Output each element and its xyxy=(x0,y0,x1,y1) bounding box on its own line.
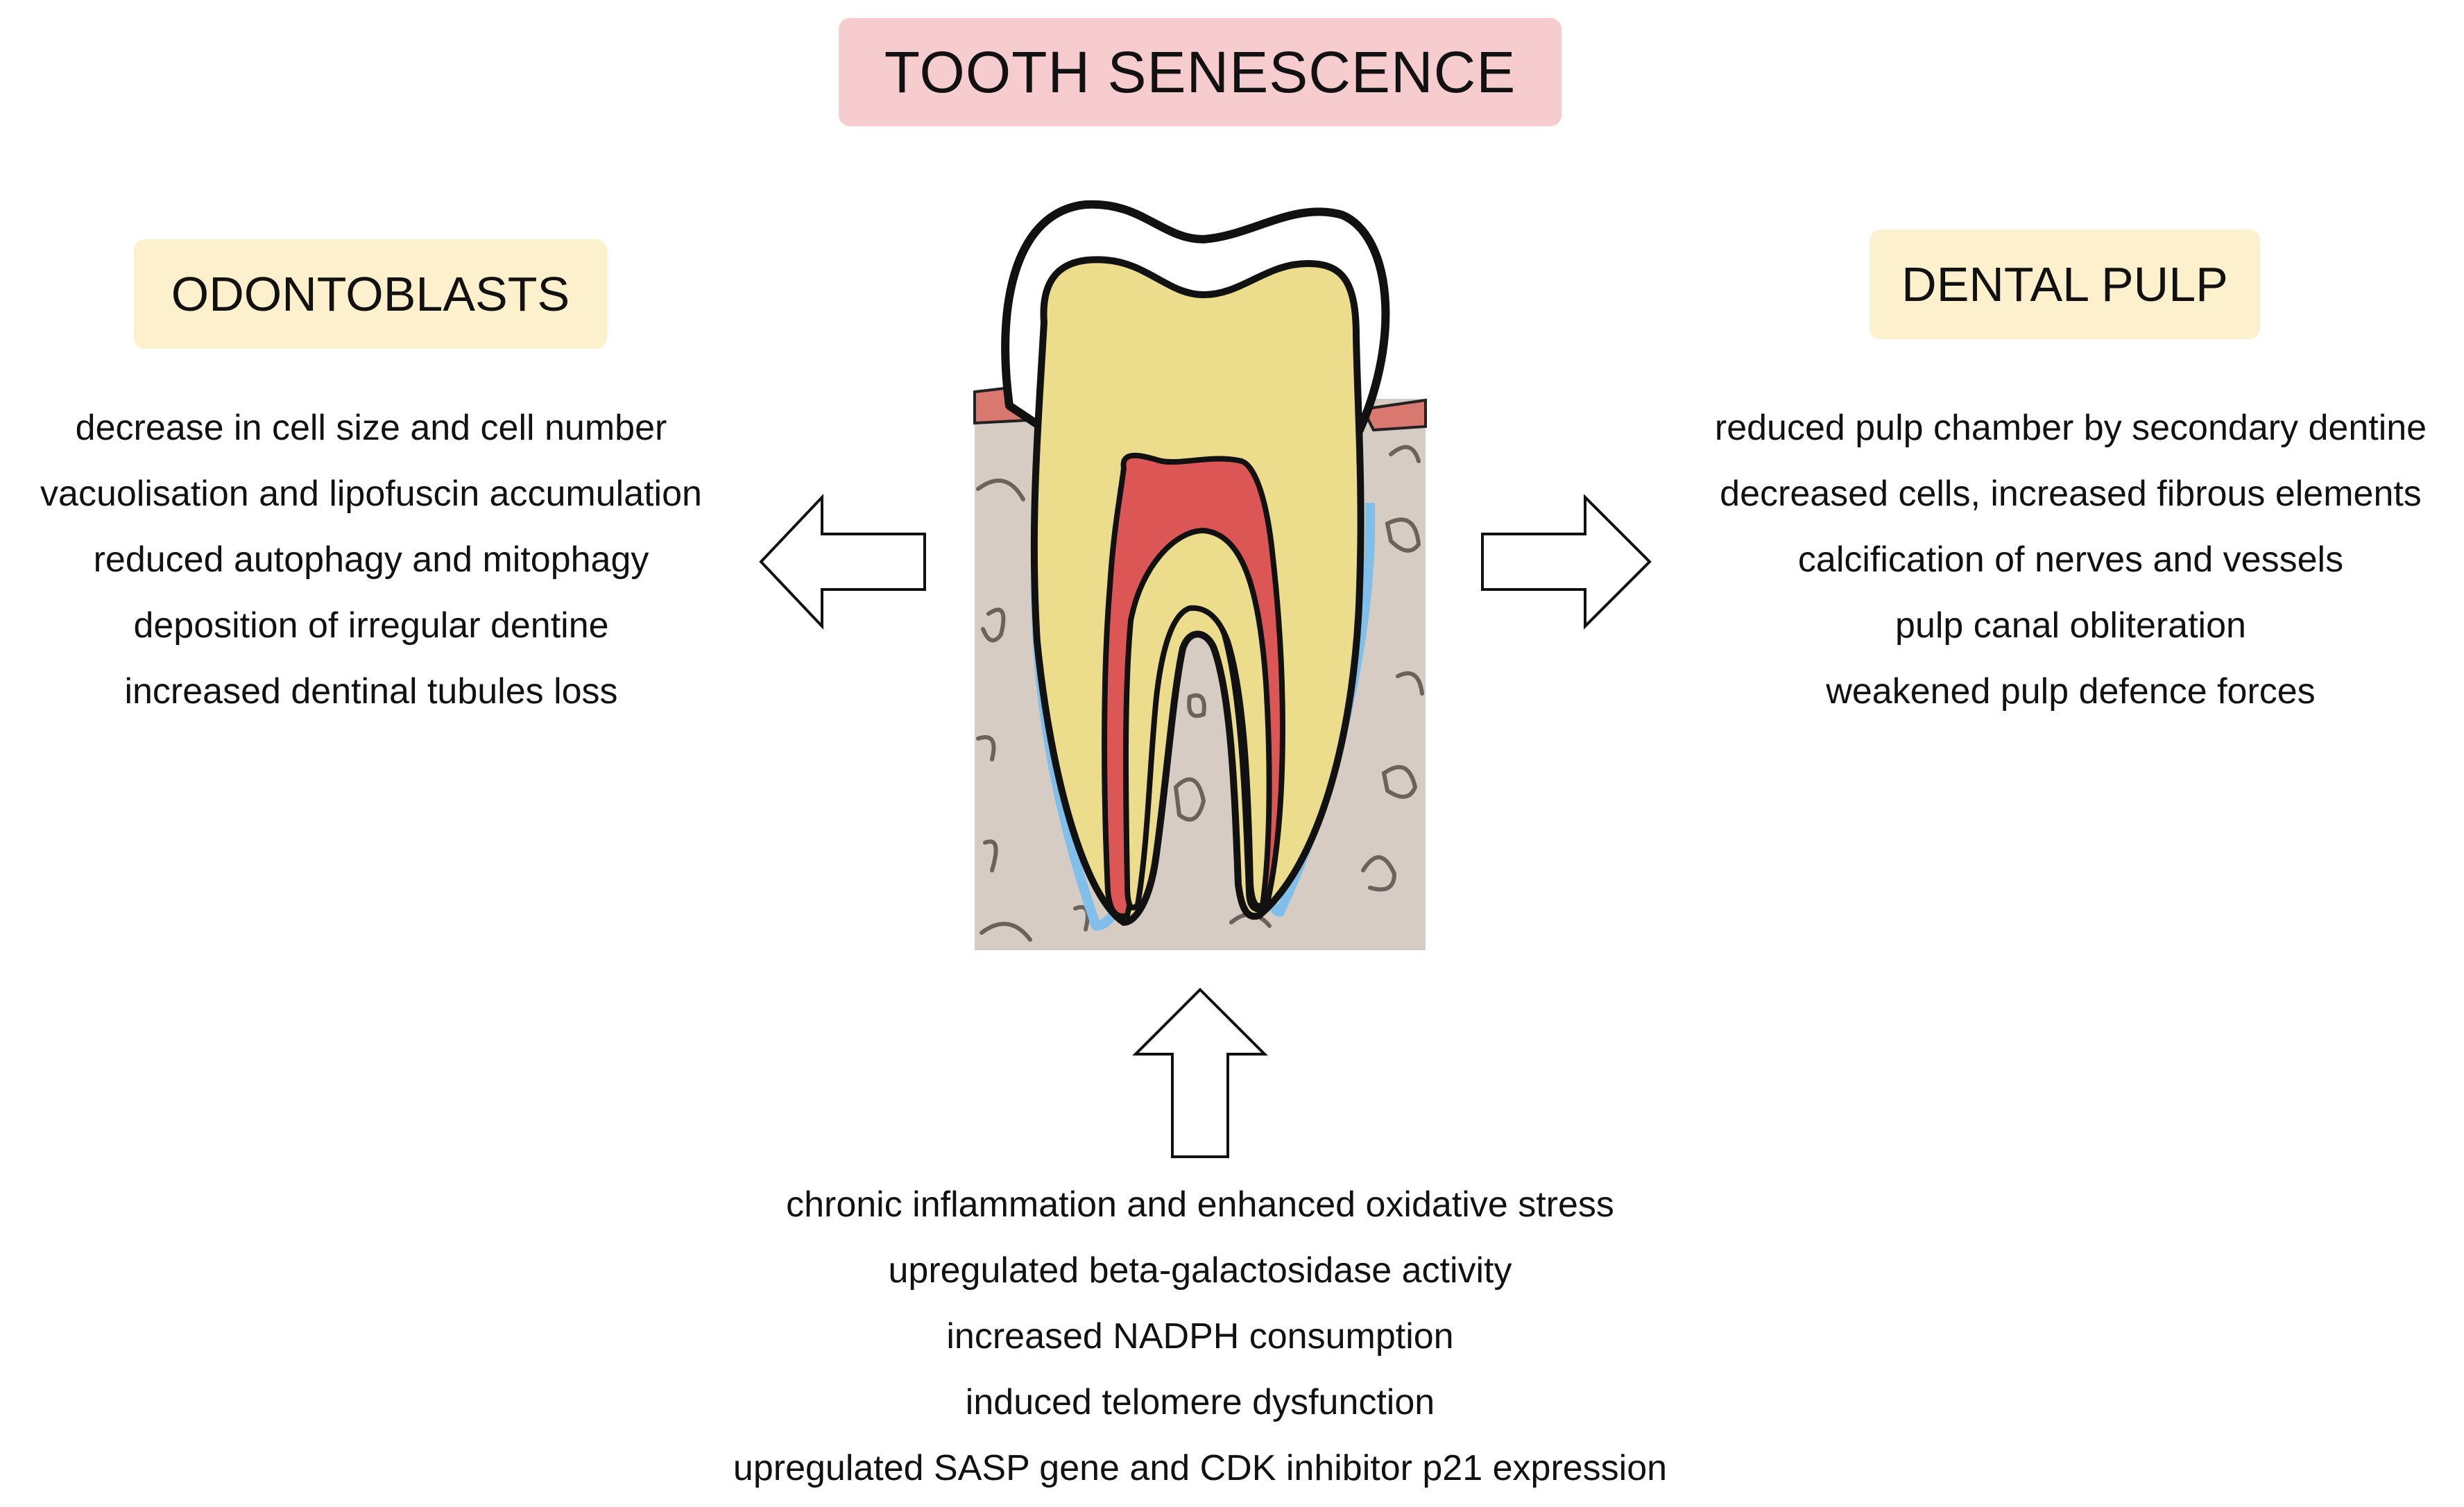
list-item: induced telomere dysfunction xyxy=(965,1382,1435,1422)
arrow-up-icon xyxy=(1132,988,1268,1158)
list-item: chronic inflammation and enhanced oxidat… xyxy=(786,1185,1614,1225)
diagram-title: TOOTH SENESCENCE xyxy=(884,39,1516,105)
causes-list: chronic inflammation and enhanced oxidat… xyxy=(645,1172,1755,1501)
list-item: increased dentinal tubules loss xyxy=(124,671,618,712)
list-item: vacuolisation and lipofuscin accumulatio… xyxy=(40,474,702,514)
dental-pulp-list: reduced pulp chamber by secondary dentin… xyxy=(1679,395,2463,725)
odontoblasts-list: decrease in cell size and cell number va… xyxy=(0,395,742,725)
list-item: weakened pulp defence forces xyxy=(1826,671,2316,712)
list-item: decrease in cell size and cell number xyxy=(75,408,667,448)
list-item: decreased cells, increased fibrous eleme… xyxy=(1720,474,2422,514)
list-item: deposition of irregular dentine xyxy=(133,605,609,646)
list-item: calcification of nerves and vessels xyxy=(1797,540,2344,580)
list-item: reduced pulp chamber by secondary dentin… xyxy=(1714,408,2427,448)
list-item: increased NADPH consumption xyxy=(946,1316,1454,1357)
list-item: reduced autophagy and mitophagy xyxy=(93,540,649,580)
list-item: upregulated beta-galactosidase activity xyxy=(888,1250,1512,1291)
title-box: TOOTH SENESCENCE xyxy=(839,18,1562,126)
odontoblasts-label-box: ODONTOBLASTS xyxy=(134,239,607,349)
dental-pulp-label-box: DENTAL PULP xyxy=(1870,230,2260,339)
odontoblasts-label: ODONTOBLASTS xyxy=(171,267,570,321)
inner-dentine xyxy=(1122,528,1272,911)
arrow-right-icon xyxy=(1481,494,1652,630)
gum-right xyxy=(1360,398,1427,432)
dental-pulp-label: DENTAL PULP xyxy=(1901,257,2228,311)
tooth-illustration xyxy=(973,200,1427,950)
list-item: pulp canal obliteration xyxy=(1895,605,2246,646)
arrow-left-icon xyxy=(759,493,926,630)
list-item: upregulated SASP gene and CDK inhibitor … xyxy=(733,1448,1668,1488)
